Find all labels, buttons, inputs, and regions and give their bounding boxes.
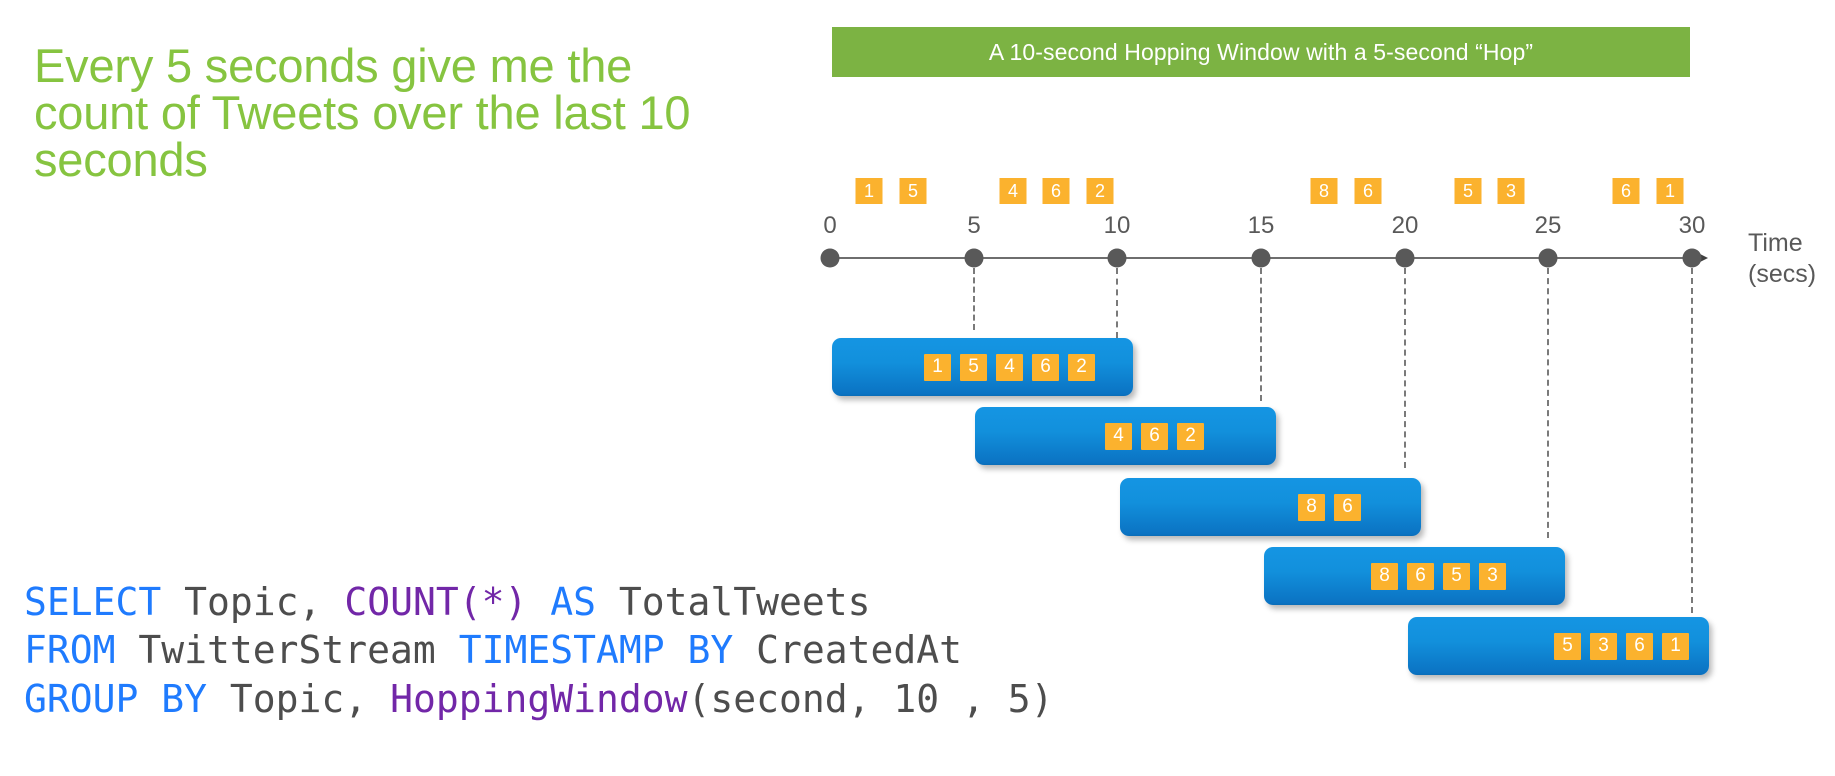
sql-token-plain: TwitterStream xyxy=(115,628,459,673)
window-event-tile: 5 xyxy=(960,353,987,381)
axis-tick-dot-10 xyxy=(1107,248,1127,268)
sql-token-kw: TIMESTAMP BY xyxy=(458,628,734,673)
event-tile: 6 xyxy=(1612,178,1640,204)
axis-tick-label-10: 10 xyxy=(1103,212,1131,239)
axis-tick-label-20: 20 xyxy=(1391,212,1419,239)
window-boundary-line xyxy=(973,268,975,330)
window-event-tile: 6 xyxy=(1032,353,1059,381)
sql-token-kw: FROM xyxy=(24,628,116,673)
sql-token-plain xyxy=(527,580,550,624)
sql-line-3: GROUP BY Topic, HoppingWindow(second, 10… xyxy=(24,677,1054,721)
window-event-tile: 3 xyxy=(1590,632,1617,660)
event-tile: 1 xyxy=(855,178,883,204)
window-event-tile: 1 xyxy=(924,353,951,381)
window-event-tile: 5 xyxy=(1443,562,1470,590)
banner: A 10-second Hopping Window with a 5-seco… xyxy=(832,27,1690,77)
axis-tick-label-25: 25 xyxy=(1534,212,1562,239)
banner-title: A 10-second Hopping Window with a 5-seco… xyxy=(988,38,1534,65)
window-event-tile: 1 xyxy=(1662,632,1689,660)
window-boundary-line xyxy=(1116,268,1118,338)
sql-token-fn: HoppingWindow xyxy=(390,676,688,721)
window-event-tile: 2 xyxy=(1177,422,1204,450)
axis-tick-dot-25 xyxy=(1538,248,1558,268)
sql-line-1: SELECT Topic, COUNT(*) AS TotalTweets xyxy=(24,580,871,624)
window-event-tile: 6 xyxy=(1141,422,1168,450)
axis-tick-dot-0 xyxy=(820,248,840,268)
event-tile: 1 xyxy=(1656,178,1684,204)
window-event-tile: 5 xyxy=(1554,632,1581,660)
axis-tick-label-30: 30 xyxy=(1678,212,1706,239)
sql-token-plain: (second, 10 , 5) xyxy=(687,676,1054,721)
axis-tick-dot-20 xyxy=(1395,248,1415,268)
window-event-tile: 3 xyxy=(1479,562,1506,590)
event-tile: 5 xyxy=(899,178,927,204)
event-tile: 3 xyxy=(1497,178,1525,204)
window-event-tile: 8 xyxy=(1298,493,1325,521)
sql-token-fn: COUNT(*) xyxy=(344,580,528,624)
sql-token-kw: AS xyxy=(550,580,596,624)
sql-token-plain: Topic, xyxy=(161,580,345,624)
event-tile: 6 xyxy=(1354,178,1382,204)
window-event-tile: 2 xyxy=(1068,353,1095,381)
axis-tick-label-5: 5 xyxy=(967,212,981,239)
page-title: Every 5 seconds give me the count of Twe… xyxy=(34,39,704,186)
window-boundary-line xyxy=(1404,268,1406,468)
time-axis-label: Time (secs) xyxy=(1748,229,1817,289)
event-tile: 4 xyxy=(999,178,1027,204)
sql-query: SELECT Topic, COUNT(*) AS TotalTweets FR… xyxy=(24,578,1054,723)
window-boundary-line xyxy=(1691,268,1693,613)
window-event-tile: 4 xyxy=(996,353,1023,381)
axis-tick-label-15: 15 xyxy=(1247,212,1275,239)
sql-token-plain: TotalTweets xyxy=(596,580,871,624)
sql-line-2: FROM TwitterStream TIMESTAMP BY CreatedA… xyxy=(24,628,962,672)
axis-tick-label-0: 0 xyxy=(823,212,837,239)
sql-token-plain: Topic, xyxy=(207,676,391,721)
axis-tick-dot-30 xyxy=(1682,248,1702,268)
sql-token-plain: CreatedAt xyxy=(733,628,963,673)
event-tile: 8 xyxy=(1310,178,1338,204)
sql-token-kw: SELECT xyxy=(24,580,162,624)
event-tile: 5 xyxy=(1454,178,1482,204)
event-tile: 6 xyxy=(1042,178,1070,204)
window-event-tile: 6 xyxy=(1334,493,1361,521)
window-event-tile: 4 xyxy=(1105,422,1132,450)
window-event-tile: 6 xyxy=(1626,632,1653,660)
window-event-tile: 8 xyxy=(1371,562,1398,590)
axis-tick-dot-5 xyxy=(964,248,984,268)
sql-token-kw: GROUP BY xyxy=(24,676,208,721)
axis-tick-dot-15 xyxy=(1251,248,1271,268)
window-event-tile: 6 xyxy=(1407,562,1434,590)
window-boundary-line xyxy=(1547,268,1549,538)
window-boundary-line xyxy=(1260,268,1262,401)
event-tile: 2 xyxy=(1086,178,1114,204)
